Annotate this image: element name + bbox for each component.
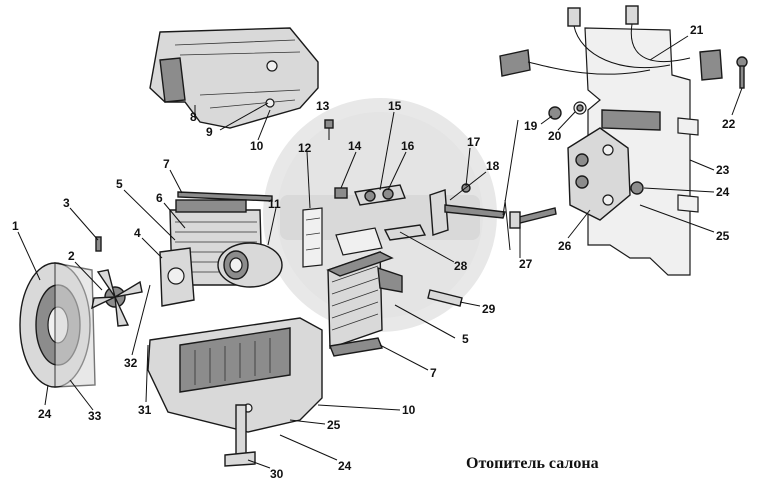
seal-plate — [335, 227, 383, 256]
callout-7b: 7 — [430, 366, 437, 380]
bracket-28 — [383, 224, 427, 241]
callout-24c: 24 — [338, 459, 352, 473]
callout-15: 15 — [388, 99, 402, 113]
screw-3 — [95, 236, 102, 252]
screw-27 — [509, 207, 557, 229]
callout-9: 9 — [206, 125, 213, 139]
clip-29 — [427, 289, 463, 307]
valve-hardware — [334, 184, 406, 206]
callout-labels: 1 2 3 4 5 5 6 7 7 8 9 10 10 11 12 13 14 … — [12, 23, 736, 481]
callout-33: 33 — [88, 409, 102, 423]
rod-7-upper — [177, 191, 273, 202]
callout-24a: 24 — [716, 185, 730, 199]
callout-1: 1 — [12, 219, 19, 233]
filter-plate — [302, 207, 323, 268]
callout-32: 32 — [124, 356, 138, 370]
callout-19: 19 — [524, 119, 538, 133]
nut-19-washer-20 — [548, 101, 587, 120]
motor-flange — [159, 247, 195, 307]
callout-30: 30 — [270, 467, 284, 481]
callout-27: 27 — [519, 257, 533, 271]
callout-6: 6 — [156, 191, 163, 205]
callout-13: 13 — [316, 99, 330, 113]
callout-14: 14 — [348, 139, 362, 153]
callout-5b: 5 — [462, 332, 469, 346]
callout-18: 18 — [486, 159, 500, 173]
wiring-harness — [499, 5, 723, 81]
fan-shroud — [19, 262, 96, 388]
callout-21: 21 — [690, 23, 704, 37]
callout-25b: 25 — [327, 418, 341, 432]
callout-22: 22 — [722, 117, 736, 131]
mounting-bracket-30 — [224, 404, 256, 467]
callout-17: 17 — [467, 135, 481, 149]
callout-3: 3 — [63, 196, 70, 210]
callout-12: 12 — [298, 141, 312, 155]
upper-housing-cover — [149, 27, 319, 129]
callout-31: 31 — [138, 403, 152, 417]
callout-8: 8 — [190, 110, 197, 124]
heater-core-right — [326, 251, 403, 349]
callout-28: 28 — [454, 259, 468, 273]
callout-20: 20 — [548, 129, 562, 143]
nut-24-right — [630, 181, 644, 195]
callout-10a: 10 — [250, 139, 264, 153]
callout-10b: 10 — [402, 403, 416, 417]
callout-5a: 5 — [116, 177, 123, 191]
bolt-13 — [324, 119, 334, 140]
callout-23: 23 — [716, 163, 730, 177]
callout-24b: 24 — [38, 407, 52, 421]
fan-impeller — [91, 269, 143, 327]
screw-22 — [736, 56, 748, 89]
blower-motor — [217, 242, 283, 288]
callout-4: 4 — [134, 226, 141, 240]
valve-lever — [429, 183, 506, 236]
callout-25a: 25 — [716, 229, 730, 243]
callout-7a: 7 — [163, 157, 170, 171]
diagram-caption: Отопитель салона — [466, 455, 599, 472]
control-cable — [502, 119, 519, 251]
callout-2: 2 — [68, 249, 75, 263]
callout-29: 29 — [482, 302, 496, 316]
rod-7-lower — [329, 337, 383, 357]
callout-26: 26 — [558, 239, 572, 253]
callout-11: 11 — [268, 197, 281, 211]
callout-16: 16 — [401, 139, 415, 153]
lower-housing — [147, 317, 323, 433]
leader-lines — [17, 35, 743, 469]
switch-block — [567, 127, 631, 221]
